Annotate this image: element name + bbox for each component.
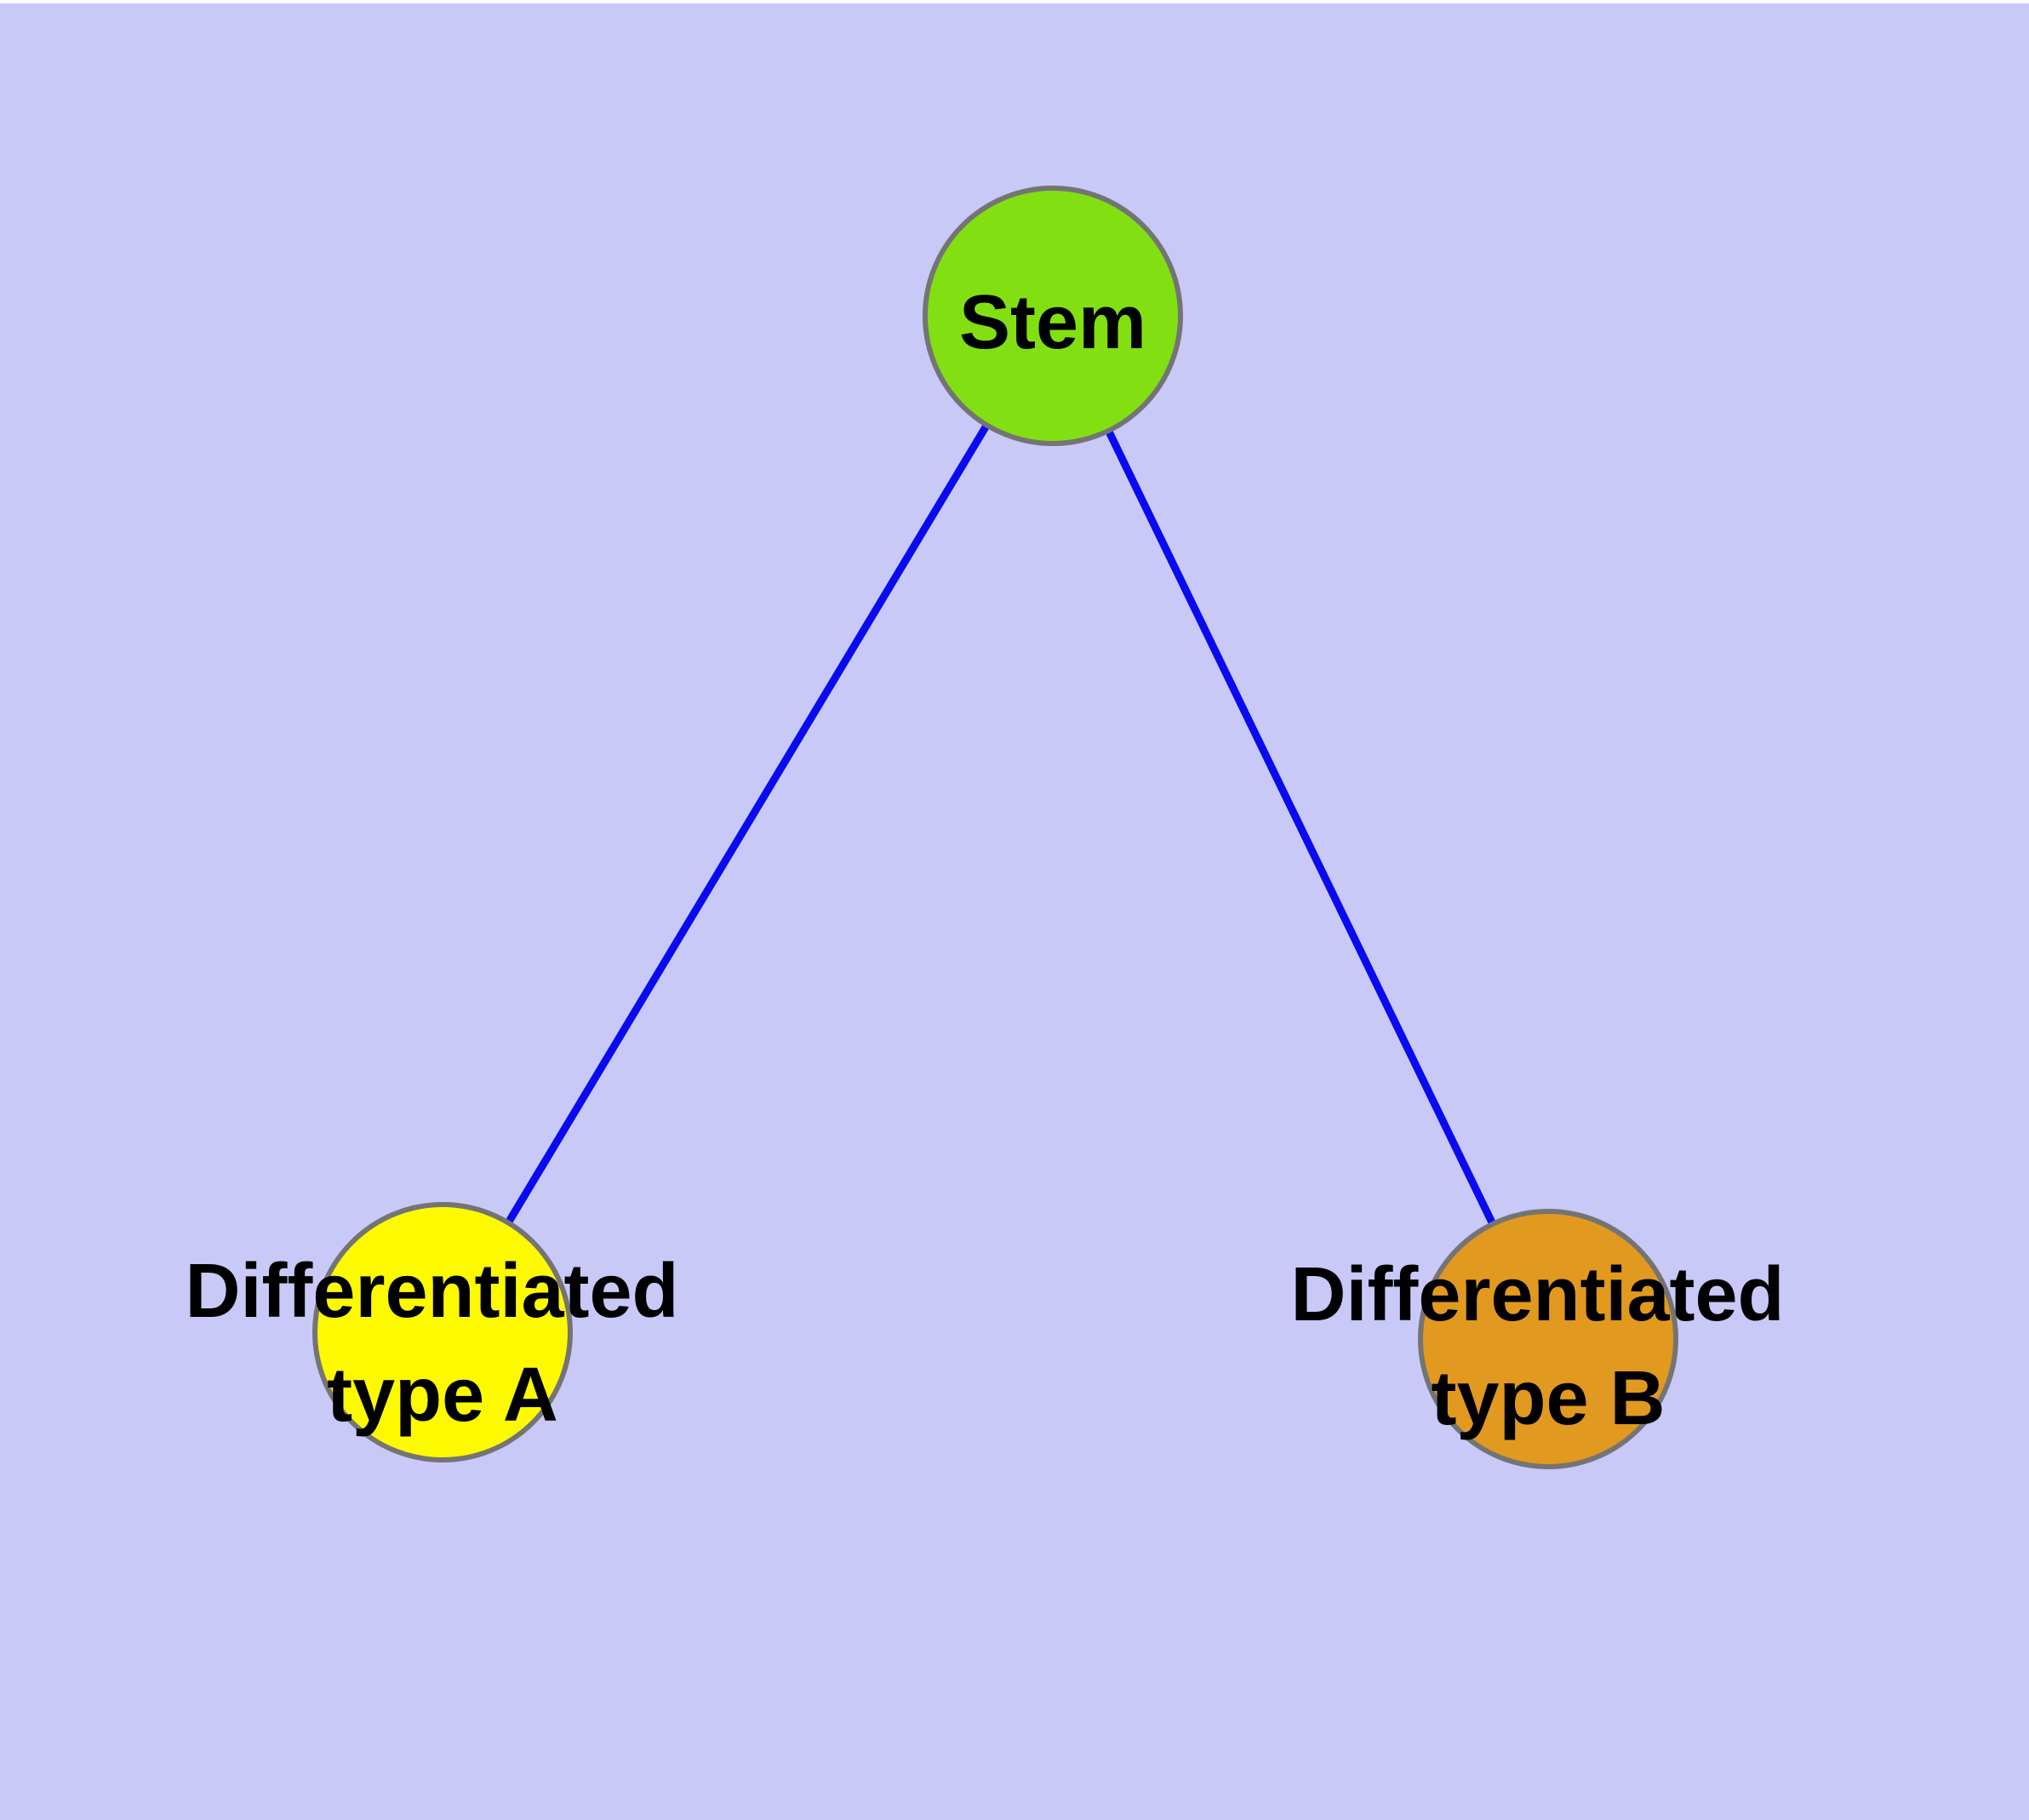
edge-stem-to-type-b bbox=[1105, 430, 1496, 1224]
node-label-line: Differentiated bbox=[1290, 1252, 1784, 1337]
node-label-line: Differentiated bbox=[185, 1249, 678, 1334]
top-margin-strip bbox=[0, 0, 2029, 3]
node-label-line: type B bbox=[1431, 1356, 1665, 1441]
edge-stem-to-type-a bbox=[506, 423, 990, 1224]
node-label-differentiated-type-a: Differentiated type A bbox=[185, 1249, 700, 1438]
node-circle-stem bbox=[923, 186, 1183, 446]
node-circle-differentiated-type-a bbox=[312, 1202, 573, 1462]
node-label-differentiated-type-b: Differentiated type B bbox=[1290, 1252, 1805, 1441]
node-circle-differentiated-type-b bbox=[1418, 1209, 1678, 1469]
node-label-stem: Stem bbox=[959, 280, 1146, 365]
node-label-line: Stem bbox=[959, 280, 1146, 365]
node-label-line: type A bbox=[327, 1353, 558, 1438]
